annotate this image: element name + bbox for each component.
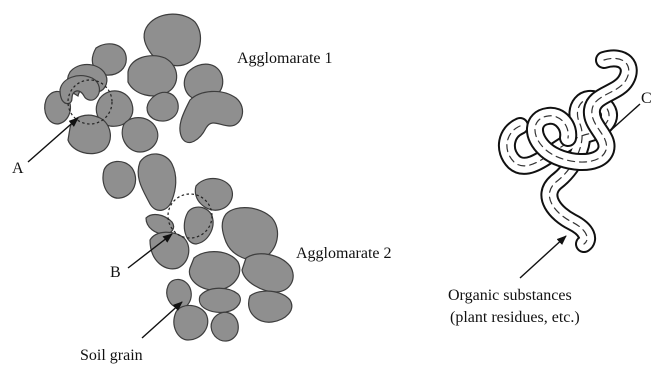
label-c: C [641,90,651,107]
soil-grain [122,118,158,152]
label-organic-line2: (plant residues, etc.) [450,309,580,326]
soil-grain [138,154,176,210]
label-a: A [12,160,24,177]
soil-grain [128,56,177,96]
label-b: B [110,264,121,281]
label-organic-line1: Organic substances [448,287,572,304]
soil-grain [195,179,232,211]
soil-grain [150,232,189,269]
label-soil-grain: Soil grain [80,347,143,364]
soil-grain [242,254,293,292]
arrow-organic [520,236,566,278]
soil-grain [174,305,208,340]
soil-grain [222,208,277,260]
soil-grain [180,91,243,142]
soil-grain [103,161,136,198]
soil-grain [199,288,240,312]
soil-grain [249,291,292,322]
organic-substance-tube [507,58,629,244]
soil-grain [189,252,239,291]
label-agglomerate-1: Agglomarate 1 [237,50,333,67]
label-agglomerate-2: Agglomarate 2 [296,245,392,262]
soil-grain [211,312,238,341]
soil-grain [147,92,178,121]
